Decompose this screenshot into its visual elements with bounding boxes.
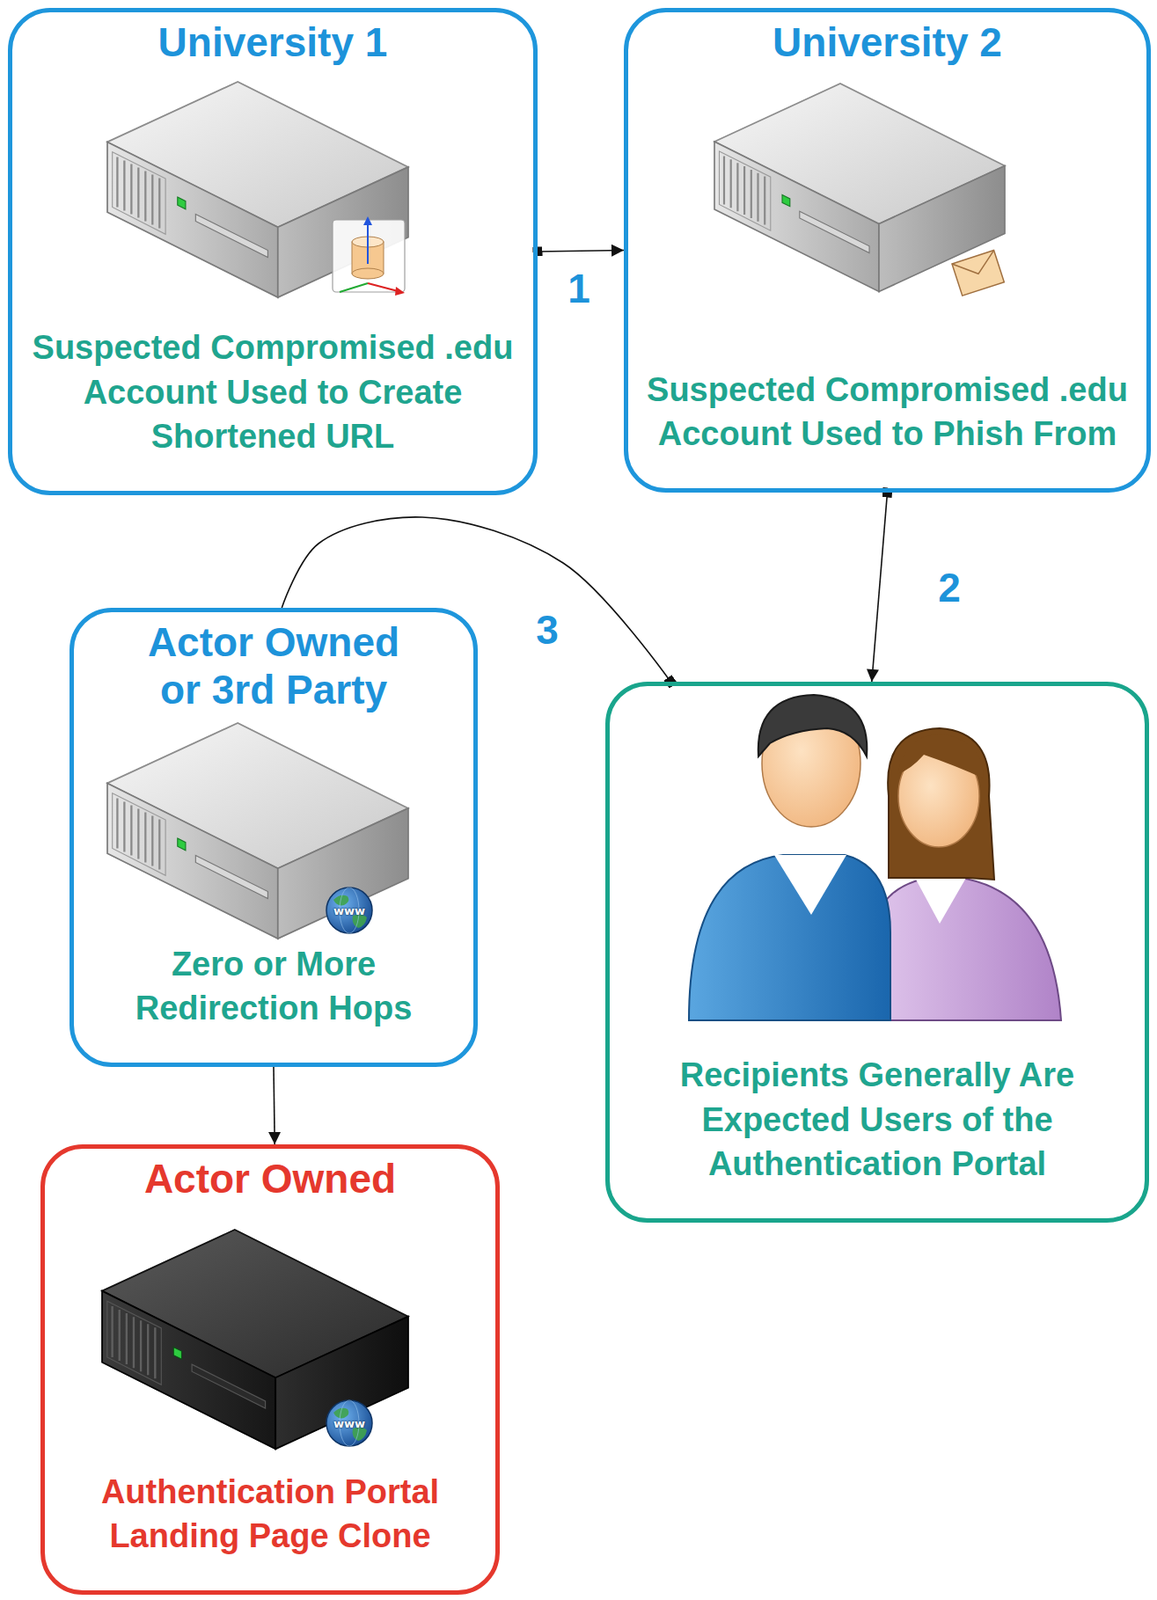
icon-part [688,855,891,1021]
icon-part [774,855,847,916]
server-icon [107,81,409,298]
box-title: University 1 [158,19,389,67]
icon-part [366,219,369,264]
box-text: Suspected Compromised .edu Account Used … [22,325,523,460]
people-icon [688,695,1062,1021]
icon-part [871,876,1062,1021]
globe-icon [326,1400,373,1447]
recipients-box: Recipients Generally Are Expected Users … [605,681,1150,1223]
server-icon [107,723,409,939]
icon-part [332,219,405,293]
redirect-box: Actor Owned or 3rd PartyZero or More Red… [69,607,478,1068]
icon-label: www [333,905,366,917]
icon-part [951,250,1004,297]
box-text: Zero or More Redirection Hops [84,942,463,1032]
box-text: Authentication Portal Landing Page Clone [55,1470,485,1560]
icon-part [758,695,868,757]
icon-part [915,878,967,924]
database-icon [332,216,405,296]
globe-icon [326,887,373,934]
icon-part [351,268,384,279]
callout-number: 2 [934,565,965,611]
box-title: University 2 [772,19,1003,67]
box-title: Actor Owned or 3rd Party [128,619,419,715]
server-icon [102,81,1005,1450]
connector [281,517,671,682]
icon-label: www [333,1418,366,1430]
icon-part [395,286,405,296]
connector [871,492,888,682]
clone-box: Actor OwnedAuthentication Portal Landing… [40,1144,500,1596]
icon-part [363,216,373,226]
icon-part [951,250,1000,281]
box-title: Actor Owned [144,1156,396,1204]
connector [537,250,624,253]
connector [273,1067,275,1145]
globe-icon [326,887,373,1447]
university-box: University 1 Suspected Compromised .edu A… [7,7,538,496]
server-icon [102,1230,409,1450]
callout-number: 1 [563,266,594,312]
box-text: Recipients Generally Are Expected Users … [620,1053,1135,1187]
envelope-icon [951,250,1004,297]
university-box: University 2 Suspected Compromised .edu A… [623,7,1151,493]
icon-part [897,734,984,779]
icon-part [339,283,368,293]
icon-part [887,728,995,880]
box-text: Suspected Compromised .edu Account Used … [638,367,1136,457]
callout-number: 3 [532,607,563,653]
